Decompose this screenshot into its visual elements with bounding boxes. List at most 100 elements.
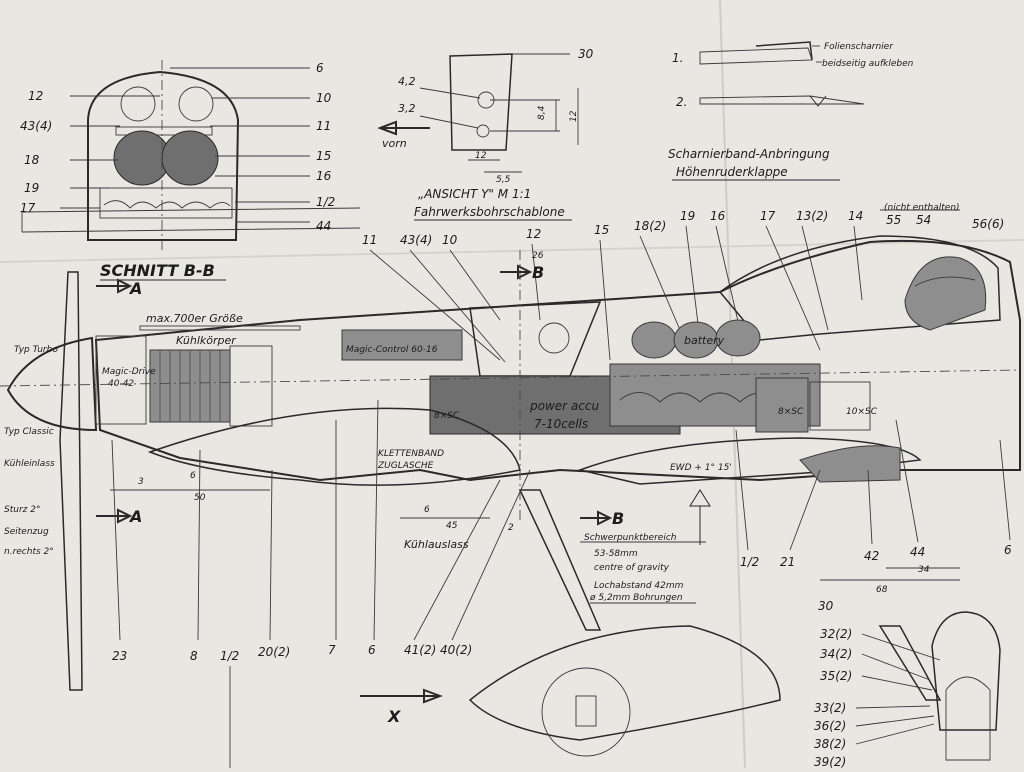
part-number: 6 <box>368 643 376 657</box>
motor-label: 40-42 <box>108 379 134 389</box>
part-number: 34(2) <box>820 647 852 661</box>
part-number: 12 <box>526 227 541 241</box>
cg-notes: Schwerpunktbereich 53-58mm centre of gra… <box>584 533 696 604</box>
part-number: 36(2) <box>814 719 846 733</box>
dimension-label: 6 <box>190 471 196 481</box>
part-number: 39(2) <box>814 755 846 768</box>
part-number: 19 <box>680 209 695 223</box>
view-y-subtitle: Fahrwerksbohrschablone <box>414 205 565 219</box>
section-part-label: 15 <box>316 149 331 163</box>
gear-callouts: 30 32(2) 34(2) 35(2) 33(2) 36(2) 38(2) 3… <box>814 599 941 769</box>
part-number: 17 <box>760 209 776 223</box>
part-number: 14 <box>848 209 863 223</box>
section-part-label: 11 <box>316 119 331 133</box>
cells-label: 8×SC <box>434 411 460 421</box>
part-number: 13(2) <box>796 209 828 223</box>
dimension-label: 34 <box>918 565 930 575</box>
prop-type-label: Typ Turbo <box>14 345 58 355</box>
section-title: SCHNITT B-B <box>100 261 215 280</box>
dimension-label: 8,4 <box>537 105 547 120</box>
velcro-label: ZUGLASCHE <box>377 461 434 471</box>
dimension-label: 26 <box>532 251 544 261</box>
view-y-title: „ANSICHT Y" M 1:1 <box>418 187 531 201</box>
part-number: 41(2) <box>404 643 436 657</box>
part-number: 38(2) <box>814 737 846 751</box>
part-number: 32(2) <box>820 627 852 641</box>
velcro-label: KLETTENBAND <box>378 449 444 459</box>
part-number: 18(2) <box>634 219 666 233</box>
left-notes: Typ Turbo Typ Classic Kühleinlass Sturz … <box>4 345 58 557</box>
section-part-label: 19 <box>24 181 39 195</box>
dimension-label: 68 <box>876 585 888 595</box>
dimension-label: 2 <box>508 523 514 533</box>
paper-fold-horizontal <box>0 239 1024 263</box>
part-number: 7 <box>328 643 336 657</box>
section-marker-b: B <box>532 263 544 282</box>
view-x-marker: X <box>387 707 401 726</box>
section-part-label: 43(4) <box>20 119 52 133</box>
part-number: 11 <box>362 233 377 247</box>
part-number: 30 <box>818 599 834 613</box>
hinge-title: Scharnierband-Anbringung <box>668 147 830 161</box>
section-marker-a: A <box>128 279 142 298</box>
section-part-label: 6 <box>316 61 324 75</box>
section-b-b: 12 43(4) 18 19 17 6 10 11 15 16 1/2 44 S… <box>20 60 361 281</box>
holes-label: Lochabstand 42mm <box>594 581 684 591</box>
section-part-label: 12 <box>28 89 43 103</box>
sidethrust-label: Seitenzug <box>4 527 49 537</box>
template-part-label: 30 <box>578 47 594 61</box>
part-number: 6 <box>1004 543 1012 557</box>
not-included-note: (nicht enthalten) <box>884 203 960 213</box>
part-number: 21 <box>780 555 795 569</box>
size-limit-label: max.700er Größe <box>146 312 243 325</box>
view-y-drill-template: 4,2 3,2 30 vorn 8,4 12 12 5,5 „ANSICHT Y… <box>377 47 594 221</box>
part-number: 15 <box>594 223 609 237</box>
section-part-label: 44 <box>316 219 331 233</box>
section-part-label: 18 <box>24 153 40 167</box>
dimension-label: 12 <box>475 151 487 161</box>
cooling-outlet-label: Kühlauslass <box>404 538 469 551</box>
dimension-label: 12 <box>569 110 579 122</box>
part-number: 1/2 <box>740 555 759 569</box>
dimension-label: 3 <box>138 477 144 487</box>
part-number: 20(2) <box>258 645 290 659</box>
accu-label: power accu <box>529 399 599 413</box>
part-number: 55 <box>886 213 901 227</box>
dimension-label: 5,5 <box>496 175 511 185</box>
heatsink-label: Kühlkörper <box>176 334 237 347</box>
part-number: 54 <box>916 213 931 227</box>
cg-label: centre of gravity <box>594 563 670 573</box>
bottom-callouts: 23 8 1/2 20(2) 7 6 41(2) 40(2) 1/2 21 42… <box>111 399 1012 768</box>
section-part-label: 1/2 <box>316 195 335 209</box>
top-callouts: 11 43(4) 10 12 15 18(2) 19 16 17 13(2) 1… <box>362 203 1004 363</box>
cooling-inlet-label: Kühleinlass <box>4 459 55 469</box>
part-number: 33(2) <box>814 701 846 715</box>
hinge-step: 1. <box>672 51 683 65</box>
battery-label: battery <box>684 334 725 347</box>
fuselage-side-view: A A B B 26 X <box>0 235 1021 761</box>
accu-label: 7-10cells <box>534 417 588 431</box>
section-part-label: 17 <box>20 201 36 215</box>
hinge-subtitle: Höhenruderklappe <box>676 165 788 179</box>
part-number: 42 <box>864 549 879 563</box>
cg-label: 53-58mm <box>594 549 638 559</box>
body-labels: max.700er Größe Kühlkörper Magic-Drive 4… <box>102 312 878 473</box>
prop-type-label: Typ Classic <box>4 427 54 437</box>
downthrust-label: Sturz 2° <box>4 505 40 515</box>
part-number: 23 <box>112 649 127 663</box>
section-marker-a: A <box>128 507 142 526</box>
hinge-note: beidseitig aufkleben <box>822 59 914 69</box>
part-number: 44 <box>910 545 925 559</box>
hinge-note: Folienscharnier <box>824 42 894 52</box>
cells-label: 8×SC <box>778 407 804 417</box>
hole-label: 3,2 <box>398 102 416 115</box>
hole-label: 4,2 <box>398 75 416 88</box>
direction-label: vorn <box>382 137 407 150</box>
section-part-label: 10 <box>316 91 332 105</box>
part-number: 10 <box>442 233 458 247</box>
holes-label: ø 5,2mm Bohrungen <box>589 593 683 603</box>
part-number: 16 <box>710 209 726 223</box>
hinge-step: 2. <box>676 95 687 109</box>
